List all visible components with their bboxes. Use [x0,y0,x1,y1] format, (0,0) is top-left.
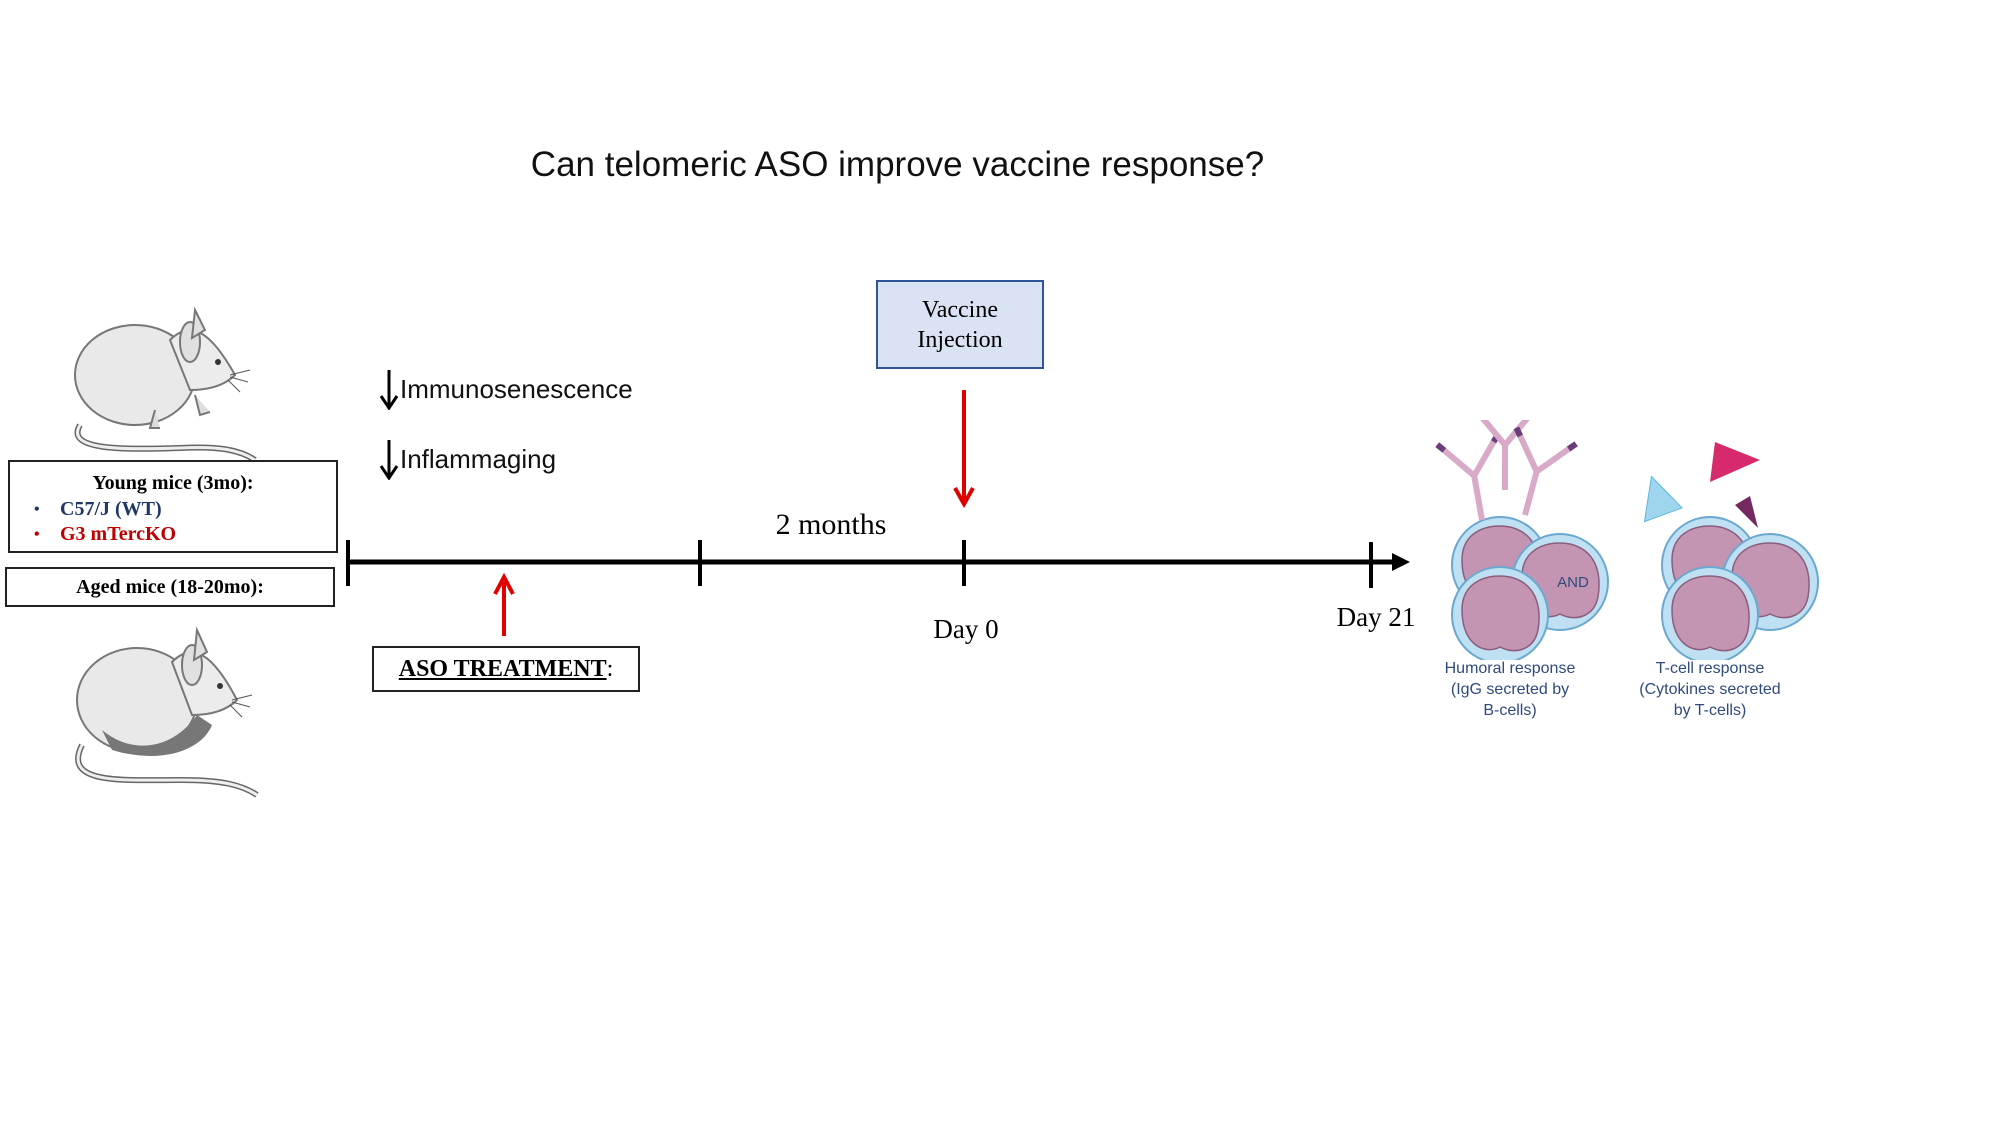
aged-mice-box: Aged mice (18-20mo): [5,567,335,607]
effect-inflammaging: Inflammaging [378,438,556,480]
young-mouse-illustration [74,306,257,463]
and-connector: AND [1557,574,1589,591]
aso-red-up-arrow [493,572,515,636]
vaccine-injection-box: Vaccine Injection [876,280,1044,369]
effect-immunosenescence: Immunosenescence [378,368,633,410]
cytokine-purple-triangle [1735,496,1758,528]
aso-treatment-label: ASO TREATMENT [398,656,607,682]
tcell-line1: T-cell response [1655,660,1765,677]
aso-treatment-box: ASO TREATMENT: [372,646,640,692]
aged-mouse-illustration [75,626,259,798]
young-mice-heading: Young mice (3mo): [92,472,254,494]
strain-wt: C57/J (WT) [34,497,336,522]
cytokine-pink-triangle [1710,442,1760,482]
day-21-label: Day 21 [1336,602,1416,632]
humoral-line3: B-cells) [1483,702,1537,719]
young-mice-box: Young mice (3mo): C57/J (WT) G3 mTercKO [8,460,338,553]
effect-label: Immunosenescence [400,373,633,404]
vaccine-red-down-arrow [953,390,975,509]
duration-label: 2 months [775,508,887,541]
down-arrow-icon [379,440,399,480]
vaccine-line2: Injection [917,327,1003,353]
effect-label: Inflammaging [400,443,557,474]
strain-g3-mterckko: G3 mTercKO [34,522,336,547]
aged-mice-heading: Aged mice (18-20mo): [76,576,264,598]
humoral-response-label: Humoral response (IgG secreted by B-cell… [1410,658,1610,721]
cytokine-blue-triangle [1643,475,1683,523]
humoral-line2: (IgG secreted by [1450,681,1570,698]
tcell-line3: by T-cells) [1673,702,1747,719]
tcell-response-label: T-cell response (Cytokines secreted by T… [1610,658,1810,721]
day-0-label: Day 0 [933,614,999,644]
vaccine-line1: Vaccine [922,297,998,323]
down-arrow-icon [379,370,399,410]
timeline-arrowhead [1392,553,1410,571]
b-cells-antibodies-illustration [1420,420,1609,660]
t-cells-cytokines-illustration [1643,442,1819,660]
tcell-line2: (Cytokines secreted [1639,681,1781,698]
humoral-line1: Humoral response [1444,660,1576,677]
diagram-title: Can telomeric ASO improve vaccine respon… [530,145,1265,184]
aso-treatment-colon: : [606,656,614,682]
